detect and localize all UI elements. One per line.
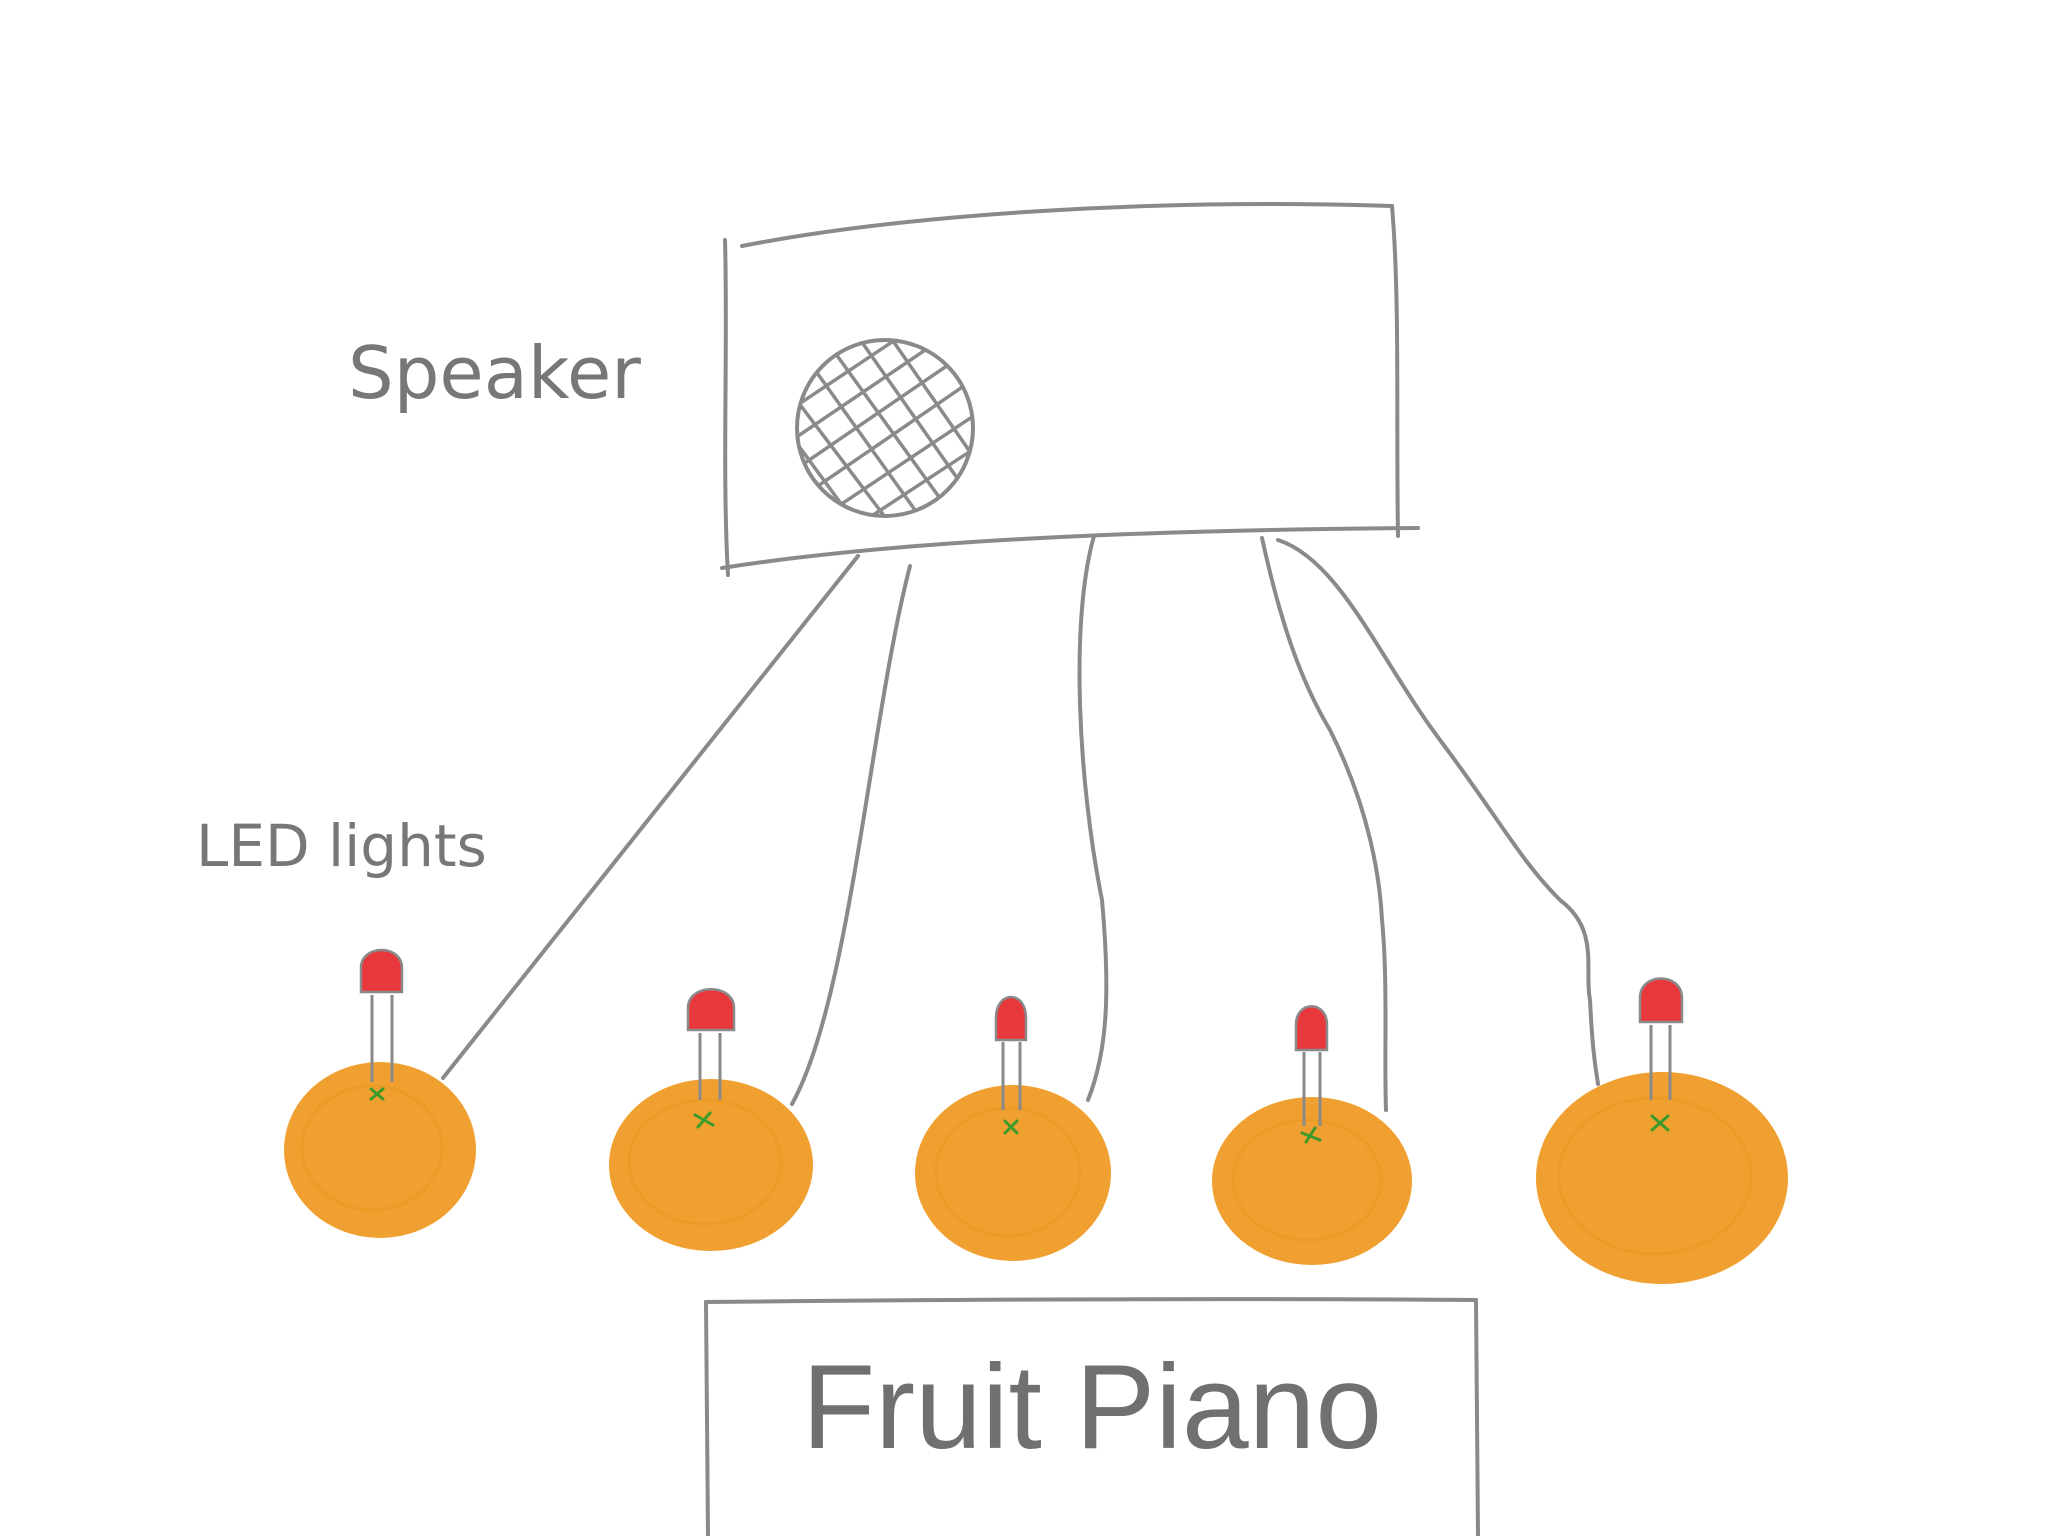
wire-4: [1260, 536, 1388, 1112]
fruit-4: [1212, 1097, 1412, 1265]
wires: [441, 534, 1600, 1112]
speaker-box: [720, 202, 1420, 577]
stem-icon: [693, 1111, 715, 1129]
speaker-grille-icon: [795, 338, 975, 518]
led-4-icon: [1294, 1005, 1329, 1126]
led-5-icon: [1638, 977, 1684, 1100]
speaker-label: Speaker: [348, 331, 641, 415]
led-1-icon: [359, 948, 404, 1082]
fruit-5: [1536, 1072, 1788, 1284]
title-box: [704, 1297, 1480, 1536]
stem-icon: [369, 1087, 385, 1101]
page-title: Fruit Piano: [802, 1340, 1382, 1474]
stem-icon: [1003, 1119, 1019, 1135]
wire-2: [790, 564, 912, 1106]
led-3-icon: [994, 995, 1028, 1110]
fruit-3: [915, 1085, 1111, 1261]
wire-3: [1077, 534, 1109, 1102]
fruit-1: [284, 1062, 476, 1238]
led-lights-label: LED lights: [196, 812, 487, 880]
wire-5: [1276, 538, 1600, 1086]
stem-icon: [1650, 1114, 1670, 1132]
wire-1: [441, 554, 860, 1080]
fruit-2: [609, 1079, 813, 1251]
stem-icon: [1300, 1126, 1322, 1144]
led-2-icon: [686, 988, 736, 1100]
